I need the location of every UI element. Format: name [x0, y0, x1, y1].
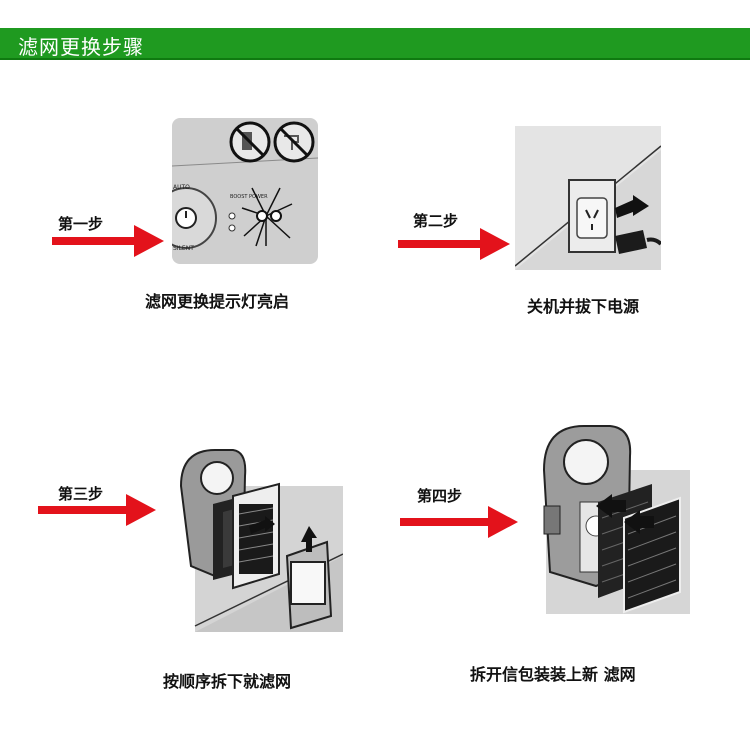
- silent-label: SILENT: [173, 245, 194, 252]
- step-4-arrow-icon: [400, 506, 518, 538]
- step-3-filter-removal-image: [175, 446, 343, 632]
- step-4-label: 第四步: [417, 485, 462, 506]
- step-1-control-panel-image: AUTO SILENT BOOST POWER: [172, 118, 318, 264]
- step-2-caption: 关机并拔下电源: [527, 293, 639, 317]
- auto-label: AUTO: [173, 184, 190, 191]
- step-3-arrow-icon: [38, 494, 156, 526]
- header-bar: 滤网更换步骤: [0, 28, 750, 60]
- step-4-filter-install-image: [540, 422, 690, 618]
- step-1-caption: 滤网更换提示灯亮启: [145, 288, 289, 312]
- step-1-arrow-icon: [52, 225, 164, 257]
- page-title: 滤网更换步骤: [18, 31, 144, 60]
- step-2-power-unplug-image: [515, 126, 661, 270]
- step-2-arrow-icon: [398, 228, 510, 260]
- step-4-caption: 拆开信包装装上新 滤网: [470, 661, 636, 685]
- step-3-caption: 按顺序拆下就滤网: [163, 668, 291, 692]
- boost-power-label: BOOST POWER: [230, 194, 268, 200]
